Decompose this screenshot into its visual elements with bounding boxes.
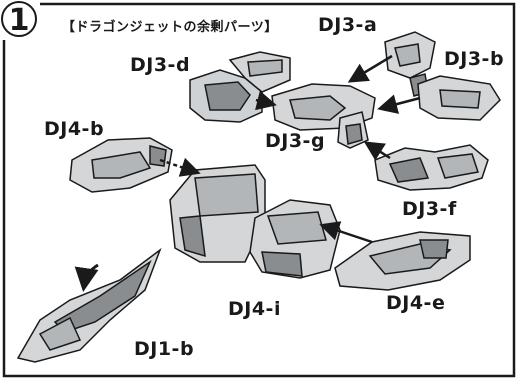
label-dj3-f: DJ3-f	[402, 198, 457, 220]
arrow-dj3a	[347, 54, 393, 83]
label-dj4-i: DJ4-i	[228, 298, 281, 320]
section-title: 【ドラゴンジェットの余剰パーツ】	[62, 20, 278, 35]
label-dj4-b: DJ4-b	[44, 118, 105, 140]
arrow-dj3f	[363, 141, 391, 161]
label-dj3-g: DJ3-g	[265, 130, 326, 152]
rotate-arrow	[74, 263, 99, 292]
label-dj3-a: DJ3-a	[318, 14, 378, 36]
part-dj4-i	[169, 164, 341, 279]
label-dj3-d: DJ3-d	[130, 54, 191, 76]
part-dj1-b	[16, 247, 162, 363]
step-number-badge: 1	[1, 1, 37, 38]
label-dj1-b: DJ1-b	[134, 338, 195, 360]
panel-frame	[2, 2, 516, 378]
part-dj4-b	[69, 137, 173, 193]
part-dj4-e	[334, 231, 471, 291]
arrow-dj4b	[159, 157, 201, 177]
arrow-dj4e	[319, 221, 373, 244]
part-dj3-g	[271, 83, 376, 149]
arrow-dj3b	[377, 94, 421, 114]
label-dj4-e: DJ4-e	[386, 292, 446, 314]
part-dj3-b	[417, 75, 501, 121]
arrow-dj3d	[255, 90, 277, 111]
part-dj3-d	[189, 51, 291, 123]
label-dj3-b: DJ3-b	[444, 48, 505, 70]
part-dj3-f	[374, 144, 489, 191]
